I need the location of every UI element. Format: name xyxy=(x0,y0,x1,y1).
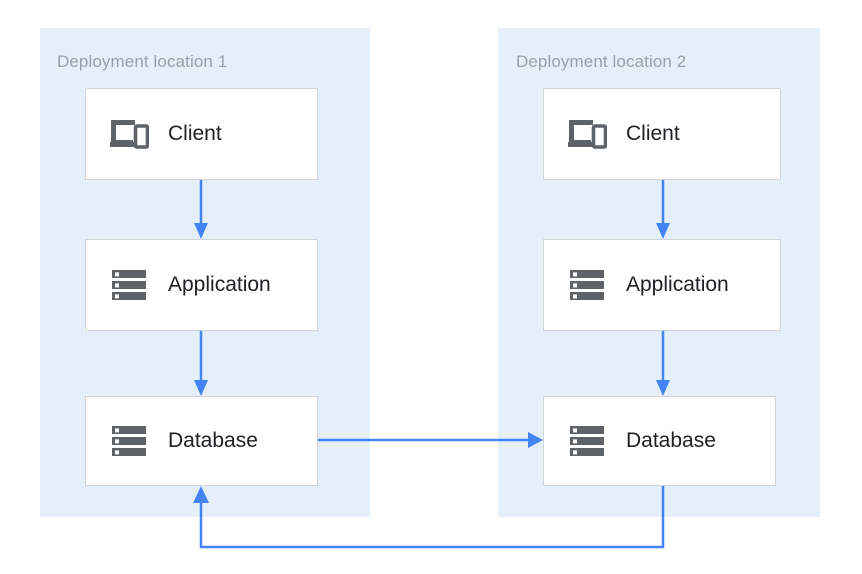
server-icon xyxy=(566,420,608,462)
devices-icon xyxy=(566,113,608,155)
node-client-2[interactable]: Client xyxy=(543,88,781,180)
node-application-1-label: Application xyxy=(168,273,271,296)
node-database-2[interactable]: Database xyxy=(543,396,776,486)
node-application-1[interactable]: Application xyxy=(85,239,318,331)
node-database-2-label: Database xyxy=(626,429,716,452)
node-application-2[interactable]: Application xyxy=(543,239,781,331)
server-icon xyxy=(108,420,150,462)
node-application-2-label: Application xyxy=(626,273,729,296)
server-icon xyxy=(566,264,608,306)
node-client-1-label: Client xyxy=(168,122,222,145)
node-database-1[interactable]: Database xyxy=(85,396,318,486)
server-icon xyxy=(108,264,150,306)
zone-1-label: Deployment location 1 xyxy=(57,52,228,71)
devices-icon xyxy=(108,113,150,155)
node-client-1[interactable]: Client xyxy=(85,88,318,180)
zone-2-label: Deployment location 2 xyxy=(516,52,687,71)
node-database-1-label: Database xyxy=(168,429,258,452)
node-client-2-label: Client xyxy=(626,122,680,145)
